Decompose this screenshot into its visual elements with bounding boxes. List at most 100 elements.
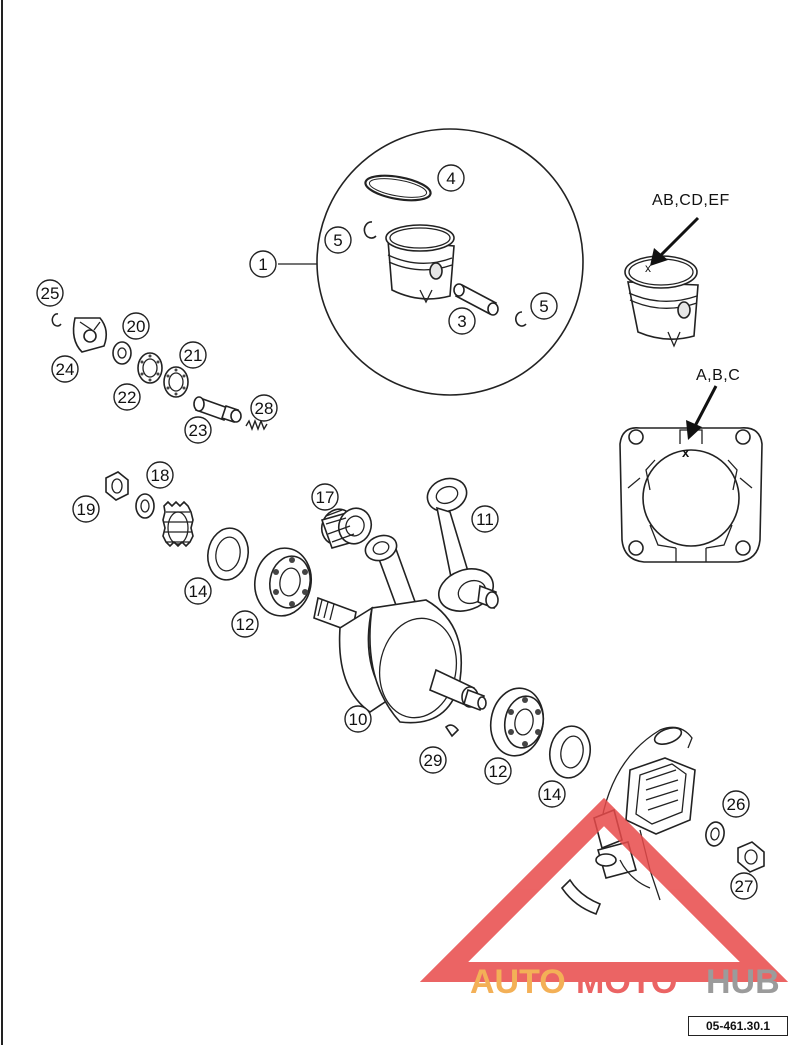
watermark-text-auto: AUTO — [470, 963, 566, 1001]
part-18-washer — [135, 493, 155, 519]
part-14-seal-right — [548, 725, 592, 779]
piston-ring-inner — [368, 178, 428, 198]
svg-text:4: 4 — [446, 169, 455, 188]
callout-12-left: 12 — [231, 610, 259, 638]
cylinder-mark-arrow-line — [692, 385, 718, 429]
svg-text:23: 23 — [189, 421, 208, 440]
part-22-bearing — [137, 352, 163, 384]
callout-3: 3 — [448, 307, 476, 335]
callout-21: 21 — [179, 341, 207, 369]
part-11-connecting-rod — [426, 477, 499, 612]
part-25-circlip — [51, 313, 62, 327]
primary-gear — [162, 500, 194, 548]
part-12-bearing-left — [254, 547, 312, 617]
piston-marked — [624, 255, 699, 348]
svg-text:26: 26 — [727, 795, 746, 814]
svg-text:11: 11 — [476, 510, 494, 529]
callout-26: 26 — [722, 790, 750, 818]
callout-10: 10 — [344, 705, 372, 733]
callout-14-left: 14 — [184, 577, 212, 605]
detail-circle — [316, 128, 584, 396]
part-20-washer — [112, 341, 132, 365]
circlip-left — [363, 221, 377, 239]
svg-text:12: 12 — [236, 615, 255, 634]
part-26-washer — [705, 821, 725, 847]
svg-text:24: 24 — [56, 360, 75, 379]
callout-27: 27 — [730, 872, 758, 900]
callout-19: 19 — [72, 495, 100, 523]
callout-28: 28 — [250, 394, 278, 422]
cylinder-marking-detail: x A,B,C — [619, 367, 763, 563]
ignition-stator — [560, 726, 696, 916]
svg-text:12: 12 — [489, 762, 508, 781]
svg-text:5: 5 — [333, 231, 342, 250]
callout-23: 23 — [184, 416, 212, 444]
callout-5-right: 5 — [530, 292, 558, 320]
svg-text:19: 19 — [77, 500, 96, 519]
piston-detail-group — [278, 128, 584, 396]
callout-4: 4 — [437, 164, 465, 192]
watermark-text-moto: MOTO — [576, 963, 677, 1001]
part-10-crankshaft — [313, 534, 487, 724]
svg-text:25: 25 — [41, 284, 60, 303]
piston-mark-arrowhead — [650, 248, 668, 266]
callout-25: 25 — [36, 279, 64, 307]
part-24-impeller — [72, 317, 108, 353]
svg-text:18: 18 — [151, 466, 170, 485]
circlip-right — [515, 311, 527, 327]
svg-text:22: 22 — [118, 388, 137, 407]
svg-text:1: 1 — [258, 255, 267, 274]
watermark-text-hub: HUB — [706, 963, 780, 1001]
pump-drive-parts — [51, 313, 268, 431]
piston-marking-label: AB,CD,EF — [652, 192, 730, 209]
part-14-seal-left — [206, 527, 250, 581]
watermark-triangle — [419, 797, 789, 982]
gear-side-parts — [105, 471, 194, 548]
svg-text:5: 5 — [539, 297, 548, 316]
piston-mark-x: x — [645, 261, 651, 275]
svg-text:3: 3 — [457, 312, 466, 331]
svg-text:20: 20 — [127, 317, 146, 336]
part-23-shaft — [193, 396, 242, 424]
piston-marking-detail: x AB,CD,EF — [624, 192, 730, 348]
watermark-logo: AUTO MOTO HUB — [419, 797, 789, 1001]
left-main-bearing-group — [206, 527, 312, 617]
svg-text:21: 21 — [184, 346, 203, 365]
callout-12-right: 12 — [484, 757, 512, 785]
cylinder-mark-x: x — [682, 445, 690, 460]
cylinder-mark-arrowhead — [686, 420, 702, 440]
callout-1: 1 — [249, 250, 277, 278]
callout-24: 24 — [51, 355, 79, 383]
svg-text:27: 27 — [735, 877, 754, 896]
svg-text:14: 14 — [189, 582, 208, 601]
callout-5-left: 5 — [324, 226, 352, 254]
callout-29: 29 — [419, 746, 447, 774]
svg-text:29: 29 — [424, 751, 443, 770]
part-29-woodruff-key — [444, 724, 460, 738]
callouts: 1 4 5 3 5 25 20 21 24 22 28 23 18 19 17 … — [36, 164, 758, 900]
part-21-bearing — [163, 366, 189, 398]
piston-ring — [364, 174, 432, 202]
piston — [385, 224, 455, 304]
callout-20: 20 — [122, 312, 150, 340]
drawing-reference-code: 05-461.30.1 — [688, 1016, 788, 1036]
callout-22: 22 — [113, 383, 141, 411]
part-12-bearing-right — [489, 687, 545, 757]
callout-18: 18 — [146, 461, 174, 489]
callout-11: 11 — [471, 505, 499, 533]
part-19-nut — [105, 471, 129, 501]
svg-text:14: 14 — [543, 785, 562, 804]
svg-text:17: 17 — [316, 488, 335, 507]
svg-text:28: 28 — [255, 399, 274, 418]
part-17-needle-bearing — [320, 507, 373, 549]
ignition-coil — [625, 757, 696, 835]
part-27-nut — [737, 841, 765, 873]
svg-text:10: 10 — [349, 710, 368, 729]
cylinder-marking-label: A,B,C — [696, 367, 740, 384]
right-main-bearing-group — [489, 687, 592, 779]
piston-pin — [453, 283, 499, 316]
part-28-spring — [245, 419, 268, 431]
callout-17: 17 — [311, 483, 339, 511]
piston-mark-arrow-line — [658, 216, 700, 258]
